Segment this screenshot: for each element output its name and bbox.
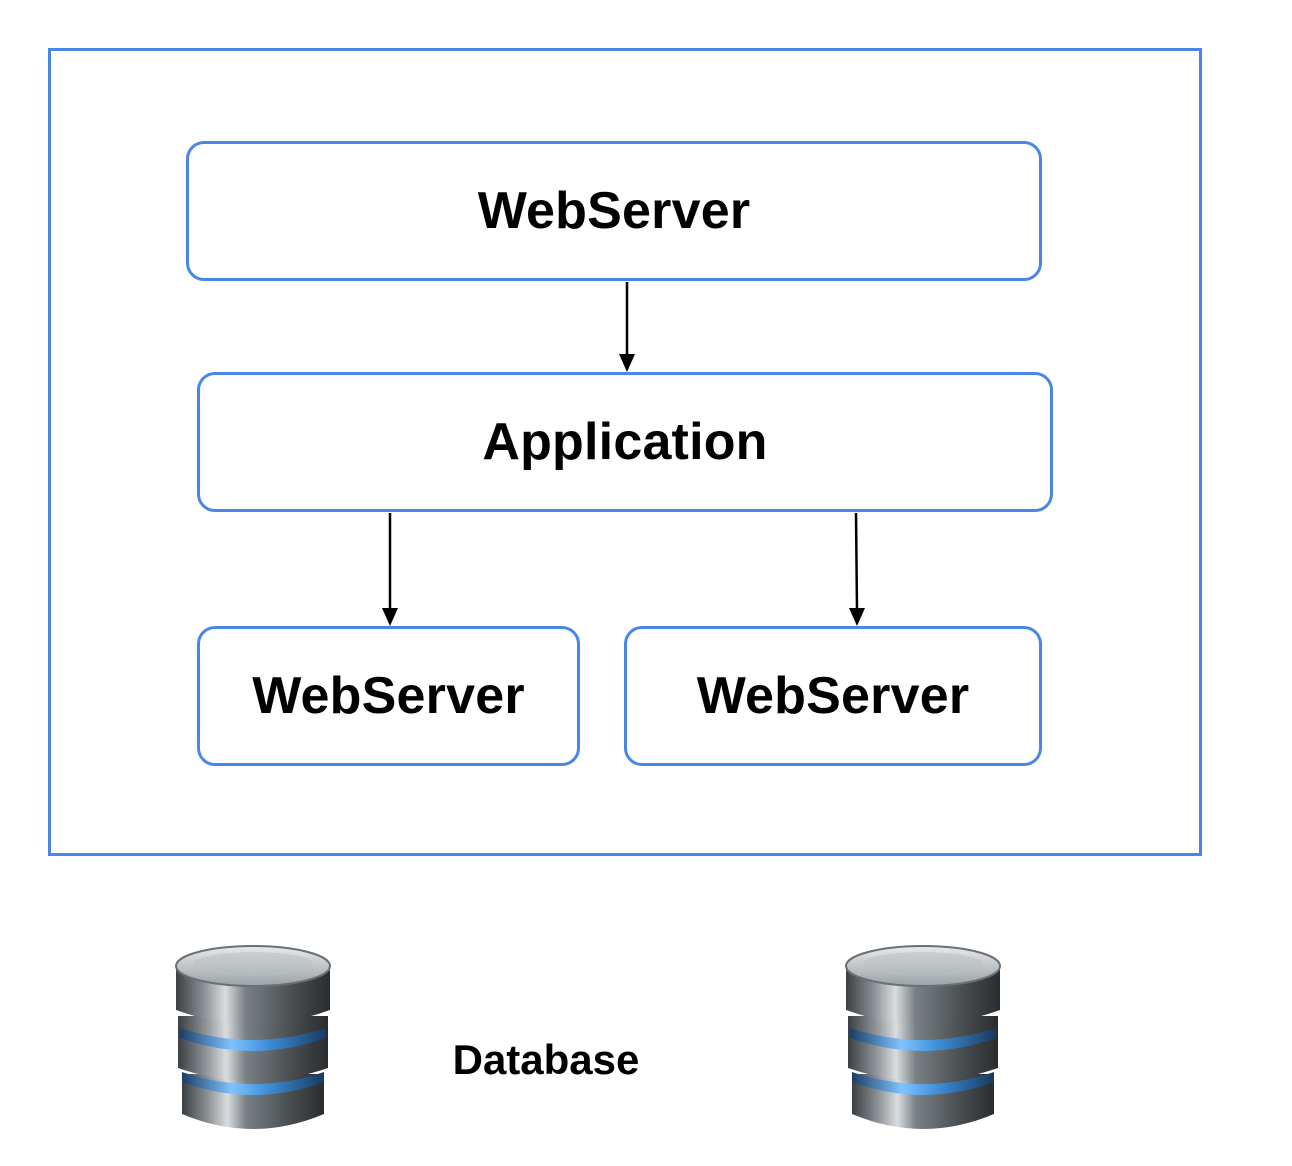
webserver-node-right: WebServer [624, 626, 1042, 766]
database-icon [845, 945, 1001, 1129]
webserver-node-left-label: WebServer [252, 667, 525, 725]
database-caption: Database [452, 1036, 640, 1083]
application-node-label: Application [482, 413, 768, 471]
database-icon [175, 945, 331, 1129]
application-node: Application [197, 372, 1053, 512]
webserver-node-top-label: WebServer [477, 182, 751, 240]
webserver-node-left: WebServer [197, 626, 580, 766]
webserver-node-right-label: WebServer [696, 667, 970, 725]
webserver-node-top: WebServer [186, 141, 1042, 281]
system-boundary-frame [48, 48, 1202, 856]
